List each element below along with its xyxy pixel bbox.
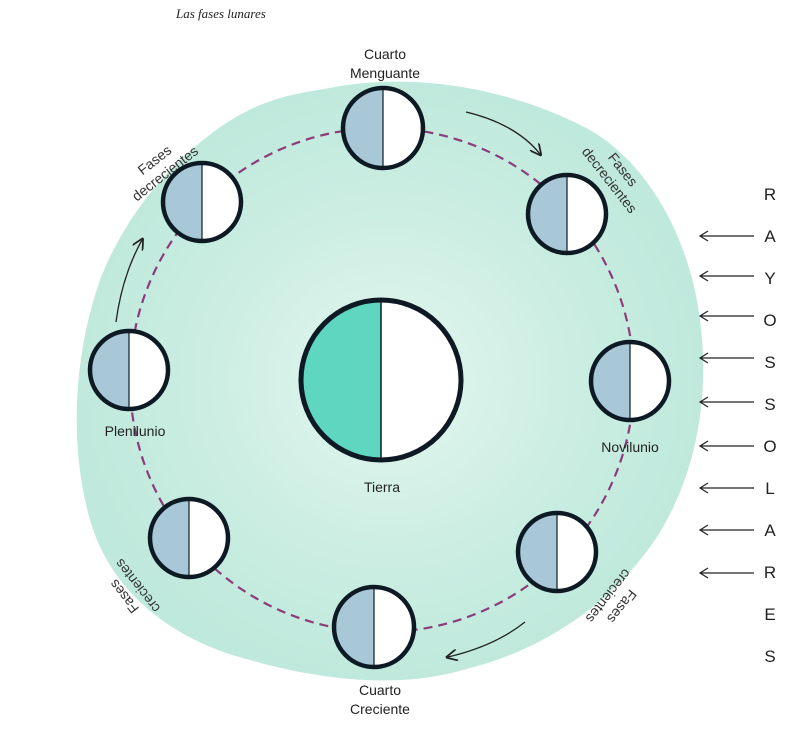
rays-letter: L (765, 479, 775, 498)
moon-plenilunio (87, 328, 171, 412)
moon-cuarto-menguante (340, 85, 426, 171)
rayos-solares-label: R A Y O S S O L A R E S (760, 184, 780, 668)
direction-arrow-bottom (448, 621, 526, 657)
label-cuarto-creciente-line1: Cuarto (358, 682, 402, 698)
sun-ray-arrow (698, 440, 754, 452)
label-cuarto-menguante-line1: Cuarto (363, 46, 407, 62)
moon-upper-left (160, 160, 244, 244)
label-cuarto-menguante-line2: Menguante (349, 65, 421, 81)
sun-ray-arrow (698, 230, 754, 242)
sun-ray-arrow (698, 567, 754, 579)
sun-ray-arrow (698, 352, 754, 364)
moon-cuarto-creciente (331, 584, 417, 670)
rays-letter: S (764, 395, 776, 414)
rays-letter: A (764, 521, 776, 540)
diagram-title: Las fases lunares (176, 6, 266, 21)
sun-ray-arrow (698, 524, 754, 536)
rays-letter: R (763, 563, 777, 582)
label-plenilunio: Plenilunio (104, 423, 166, 439)
sun-ray-arrow (698, 270, 754, 282)
rays-letter: R (763, 185, 777, 204)
label-tierra: Tierra (363, 479, 401, 495)
label-cuarto-creciente: Cuarto Creciente (320, 681, 440, 719)
direction-arrow-left (115, 240, 142, 323)
rays-letter: E (764, 605, 776, 624)
label-cuarto-menguante: Cuarto Menguante (330, 45, 440, 83)
rays-letter: A (764, 227, 776, 246)
label-novilunio: Novilunio (601, 439, 659, 455)
sun-ray-arrow (698, 396, 754, 408)
sun-ray-arrow (698, 482, 754, 494)
rays-letter: S (764, 647, 776, 666)
moon-lower-left (147, 496, 231, 580)
rays-letter: O (763, 437, 777, 456)
moon-lower-right (515, 510, 599, 594)
earth (298, 297, 464, 463)
rays-letter: O (763, 311, 777, 330)
sun-ray-arrow (698, 310, 754, 322)
direction-arrow-top-right (465, 111, 540, 154)
label-cuarto-creciente-line2: Creciente (350, 701, 410, 717)
rays-letter: S (764, 353, 776, 372)
rays-letter: Y (764, 269, 776, 288)
moon-upper-right (525, 172, 609, 256)
moon-novilunio (588, 339, 672, 423)
